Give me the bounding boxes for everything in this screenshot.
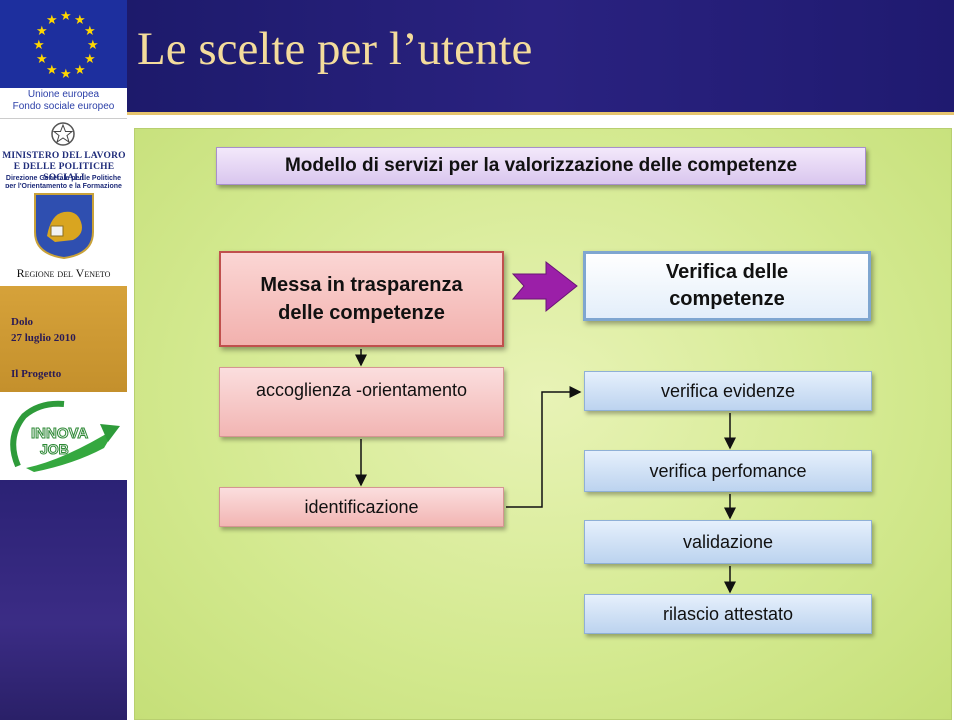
- eu-logo-block: ★★ ★★ ★★ ★★ ★★ ★★ Unione europea Fondo s…: [0, 0, 127, 118]
- ministry-subtitle: Direzione Generale per le Politiche per …: [5, 175, 122, 190]
- connector-cross: [506, 386, 582, 508]
- lion-of-st-mark-icon: [34, 193, 94, 260]
- ministry-name: Ministero del Lavoro e delle Politiche S…: [2, 151, 126, 183]
- italian-emblem-icon: [51, 122, 75, 146]
- svg-text:★: ★: [36, 23, 48, 38]
- veneto-logo-block: Regione del Veneto: [0, 188, 127, 286]
- innova-job-logo-icon: INNOVA JOB: [10, 400, 120, 472]
- svg-text:★: ★: [36, 51, 48, 66]
- svg-text:★: ★: [74, 62, 86, 77]
- slide-header: Le scelte per l’utente: [127, 0, 954, 112]
- svg-text:INNOVA: INNOVA: [31, 425, 88, 442]
- svg-text:★: ★: [84, 23, 96, 38]
- svg-text:★: ★: [84, 51, 96, 66]
- section-label: Il Progetto: [11, 368, 62, 380]
- event-date: 27 luglio 2010: [11, 332, 76, 344]
- diagram-title: Modello di servizi per la valorizzazione…: [216, 147, 866, 185]
- step-identificazione: identificazione: [219, 487, 504, 527]
- svg-text:★: ★: [87, 37, 99, 52]
- svg-text:JOB: JOB: [40, 441, 69, 457]
- sidebar: ★★ ★★ ★★ ★★ ★★ ★★ Unione europea Fondo s…: [0, 0, 127, 720]
- innova-job-logo: INNOVA JOB: [0, 392, 127, 480]
- sidebar-filler: [0, 480, 127, 720]
- step-validazione: validazione: [584, 520, 872, 564]
- step-accoglienza: accoglienza -orientamento: [219, 367, 504, 437]
- region-name: Regione del Veneto: [16, 266, 111, 280]
- right-main-box: Verifica delle competenze: [583, 251, 871, 321]
- svg-text:★: ★: [74, 12, 86, 27]
- step-rilascio-attestato: rilascio attestato: [584, 594, 872, 634]
- svg-text:★: ★: [46, 62, 58, 77]
- eu-flag-icon: ★★ ★★ ★★ ★★ ★★ ★★: [0, 0, 127, 88]
- svg-text:★: ★: [60, 66, 72, 81]
- event-info: Dolo 27 luglio 2010 Il Progetto: [0, 286, 127, 392]
- step-verifica-perfomance: verifica perfomance: [584, 450, 872, 492]
- event-place: Dolo: [11, 316, 33, 328]
- svg-text:★: ★: [46, 12, 58, 27]
- header-divider: [127, 112, 954, 115]
- eu-caption: Unione europea Fondo sociale europeo: [12, 89, 115, 112]
- step-verifica-evidenze: verifica evidenze: [584, 371, 872, 411]
- slide-title: Le scelte per l’utente: [137, 23, 533, 75]
- svg-text:★: ★: [60, 8, 72, 23]
- left-main-box: Messa in trasparenza delle competenze: [219, 251, 504, 347]
- main-arrow-icon: [511, 260, 578, 313]
- svg-text:★: ★: [33, 37, 45, 52]
